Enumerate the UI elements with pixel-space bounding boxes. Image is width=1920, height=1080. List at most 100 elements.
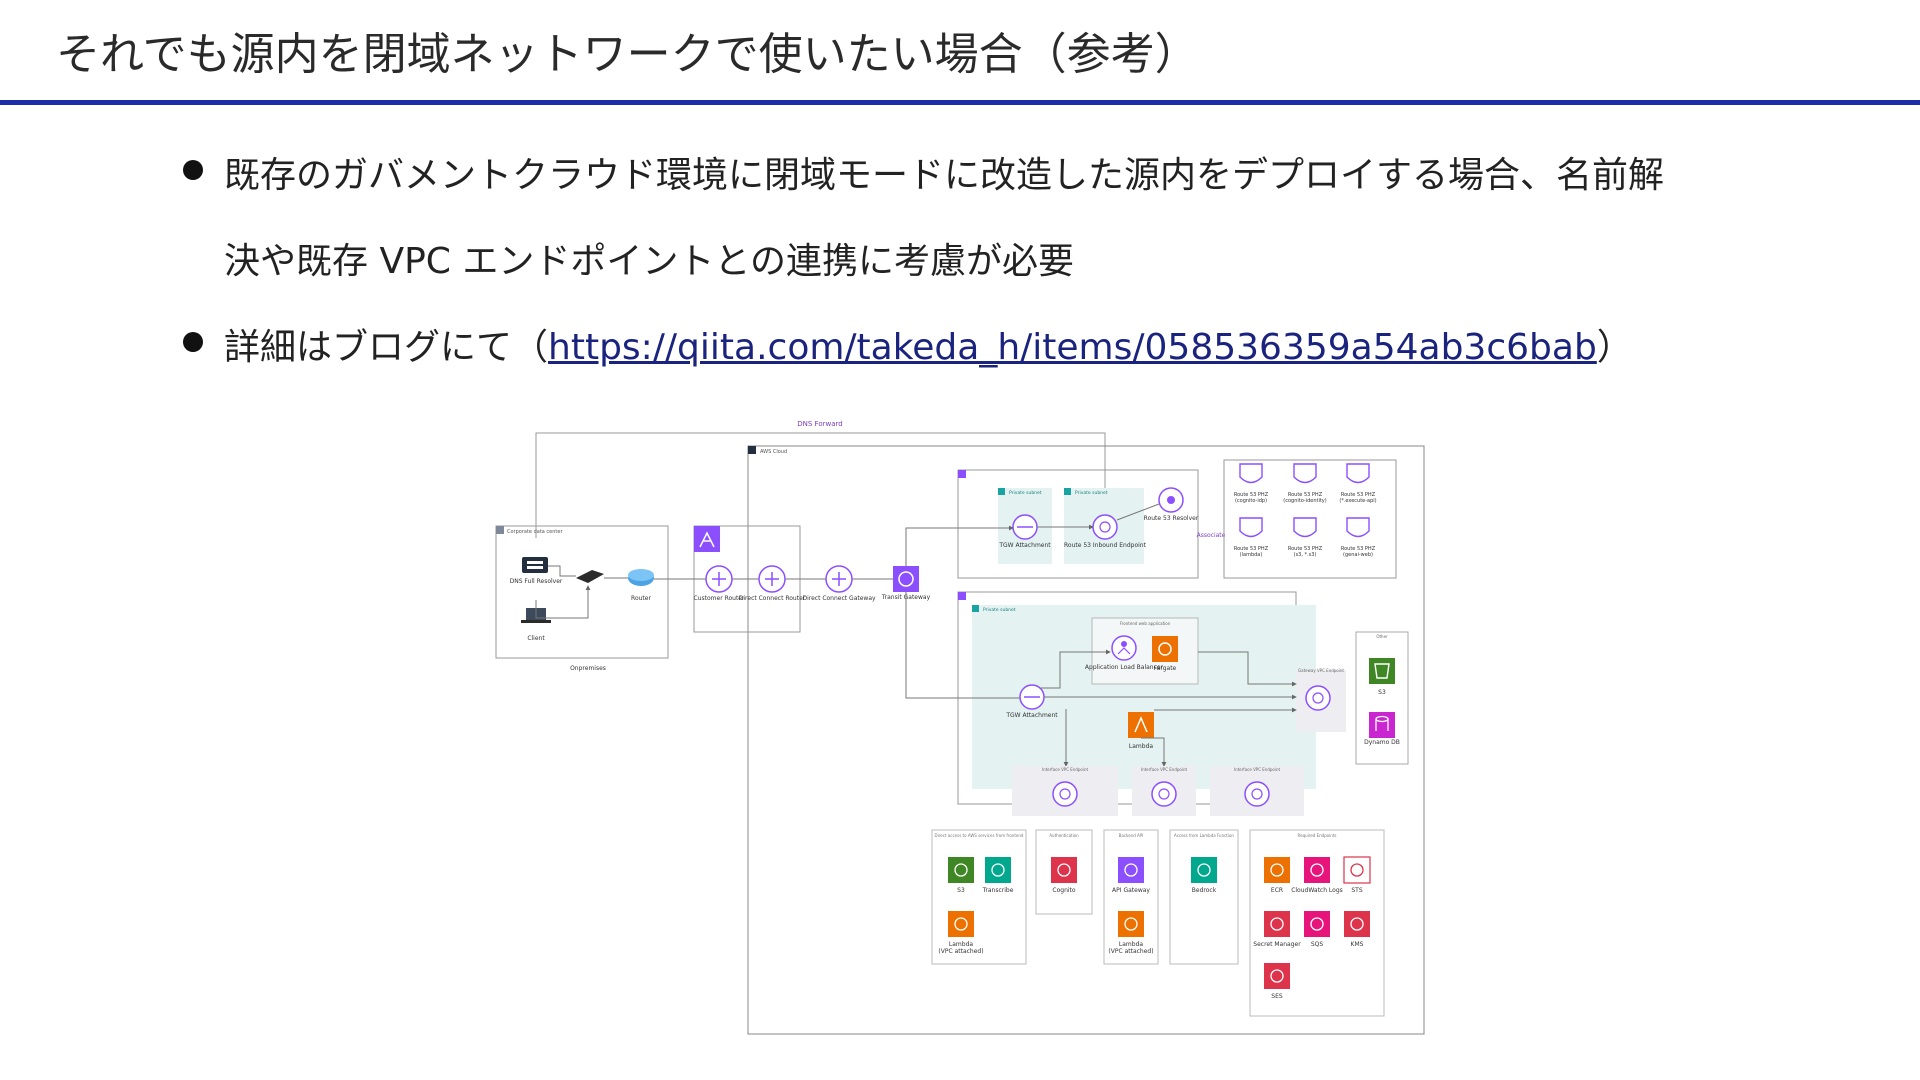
ses-icon [1264,963,1290,989]
lambda-vpc-attached-icon [948,911,974,937]
cloudwatch-logs-icon [1304,857,1330,883]
sts-icon [1343,856,1371,884]
resolver-label: Route 53 Resolver [1144,515,1199,522]
lambda-icon [1128,712,1154,738]
corporate-dc-label: Corporate data center [507,529,563,535]
service-label: Lambda(VPC attached) [1108,941,1153,955]
interface-vpce-icon [1151,781,1177,807]
service-label: API Gateway [1112,887,1150,894]
inbound-endpoint-icon [1092,514,1118,540]
interface-vpce-icon [1244,781,1270,807]
route53-phz-label: Route 53 PHZ(genai-web) [1341,546,1376,558]
tgw-attachment-icon [1012,514,1038,540]
slide-title: それでも源内を閉域ネットワークで使いたい場合（参考） [56,29,1199,80]
customer-router-icon [705,565,733,593]
service-group-title: Direct access to AWS services from front… [935,833,1024,838]
route53-phz-label: Route 53 PHZ(cognito-idp) [1234,492,1269,504]
aws-cloud-group: AWS Cloud [747,445,1425,1035]
dynamodb-label: Dynamo DB [1364,739,1400,746]
route53-phz-icon [1293,517,1317,538]
s3-icon [948,857,974,883]
route53-phz-icon [1293,463,1317,484]
service-label: Lambda(VPC attached) [938,941,983,955]
gateway-vpce-icon [1305,685,1331,711]
associate-label: Associate [1197,532,1226,539]
route53-phz-icon [1239,517,1263,538]
dx-gateway-icon [825,565,853,593]
bullet-1-line-2: 決や既存 VPC エンドポイントとの連携に考慮が必要 [224,241,1074,282]
dx-gateway-label: Direct Connect Gateway [802,595,876,602]
s3-icon [1369,658,1395,684]
kms-icon [1344,911,1370,937]
phz-group: Route 53 PHZ(cognito-idp) Route 53 PHZ(co… [1223,459,1397,579]
app-vpc-group: Private subnet Frontend web application … [905,591,1346,805]
dns-forward-label: DNS Forward [797,420,842,428]
lambda-vpc-attached-icon [1118,911,1144,937]
bullet-2: 詳細はブログにて（https://qiita.com/takeda_h/item… [224,318,1633,370]
secret-manager-icon [1264,911,1290,937]
transit-gateway-icon [893,566,919,592]
service-label: S3 [957,887,965,894]
private-subnet-label: Private subnet [1009,490,1042,496]
service-label: SQS [1311,941,1324,948]
fargate-icon [1152,636,1178,662]
frontend-app-label: Frontend web application [1120,621,1171,626]
interface-vpce-label: Interface VPC Endpoint [1042,767,1089,772]
route53-phz-label: Route 53 PHZ(*.execute-api) [1339,492,1376,504]
router-icon [628,569,654,586]
s3-label: S3 [1378,689,1386,696]
inbound-endpoint-label: Route 53 Inbound Endpoint [1064,542,1147,549]
service-label: STS [1351,887,1362,894]
service-label: ECR [1271,887,1283,894]
tgw-attachment-icon [1019,684,1045,710]
customer-router-label: Customer Router [694,595,745,602]
other-group: Other S3 Dynamo DB [1355,631,1409,765]
service-group-title: Required Endpoints [1298,833,1337,838]
bullet-dot-1 [183,160,203,180]
interface-vpce-label: Interface VPC Endpoint [1234,767,1281,772]
transcribe-icon [985,857,1011,883]
service-label: Cognito [1052,887,1075,894]
service-label: SES [1271,993,1283,1000]
service-label: Secret Manager [1253,941,1301,948]
route53-phz-icon [1346,463,1370,484]
interface-vpce-icon [1052,781,1078,807]
bullet-dot-2 [183,332,203,352]
route53-phz-label: Route 53 PHZ(lambda) [1234,546,1269,558]
bullet-2-suffix: ） [1596,327,1633,368]
service-label: Transcribe [982,887,1014,894]
blog-link[interactable]: https://qiita.com/takeda_h/items/0585363… [548,327,1597,368]
onprem-group: Corporate data center Onpremises DNS Ful… [495,525,669,672]
resolver-vpc-group: Private subnet Private subnet TGW Attach… [905,469,1226,579]
alb-label: Application Load Balancer [1085,664,1164,671]
route53-phz-icon [1239,463,1263,484]
gateway-vpce-label: Gateway VPC Endpoint [1298,668,1344,673]
lambda-label: Lambda [1129,743,1153,750]
dx-router-icon [758,565,786,593]
service-groups: Direct access to AWS services from front… [931,829,1385,1017]
sqs-icon [1304,911,1330,937]
dx-router-label: Direct Connect Router [739,595,806,602]
service-group-title: Authentication [1049,833,1079,838]
router-label: Router [631,595,651,602]
aws-cloud-label: AWS Cloud [760,449,787,455]
dynamodb-icon [1369,712,1395,738]
service-group-title: Backend API [1119,833,1144,838]
interface-vpce-label: Interface VPC Endpoint [1141,767,1188,772]
route53-phz-label: Route 53 PHZ(cognito-identity) [1283,492,1326,504]
client-label: Client [527,635,545,642]
route53-phz-icon [1346,517,1370,538]
api-gateway-icon [1118,857,1144,883]
tgw-attachment-label: TGW Attachment [1005,712,1058,719]
bullet-1-line-1: 既存のガバメントクラウド環境に閉域モードに改造した源内をデプロイする場合、名前解 [224,155,1665,196]
service-label: CloudWatch Logs [1291,887,1343,894]
service-group: Direct access to AWS services from front… [931,829,1027,965]
resolver-icon [1158,487,1184,513]
bullet-2-prefix: 詳細はブログにて（ [224,327,549,368]
cognito-icon [1051,857,1077,883]
